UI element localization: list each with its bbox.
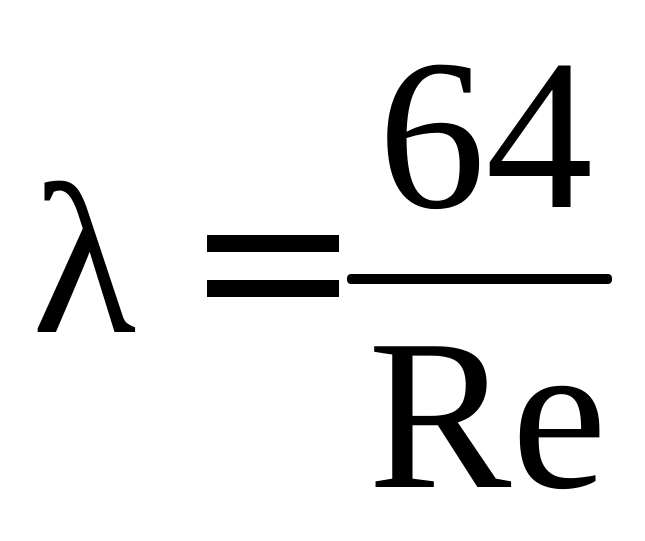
fraction-bar	[347, 274, 612, 284]
fraction-numerator: 64	[378, 15, 593, 254]
equals-sign	[207, 235, 339, 297]
lambda-symbol: λ	[32, 140, 137, 379]
equals-bar-top	[207, 235, 339, 252]
equals-bar-bottom	[207, 280, 339, 297]
fraction-denominator: Re	[368, 295, 607, 534]
